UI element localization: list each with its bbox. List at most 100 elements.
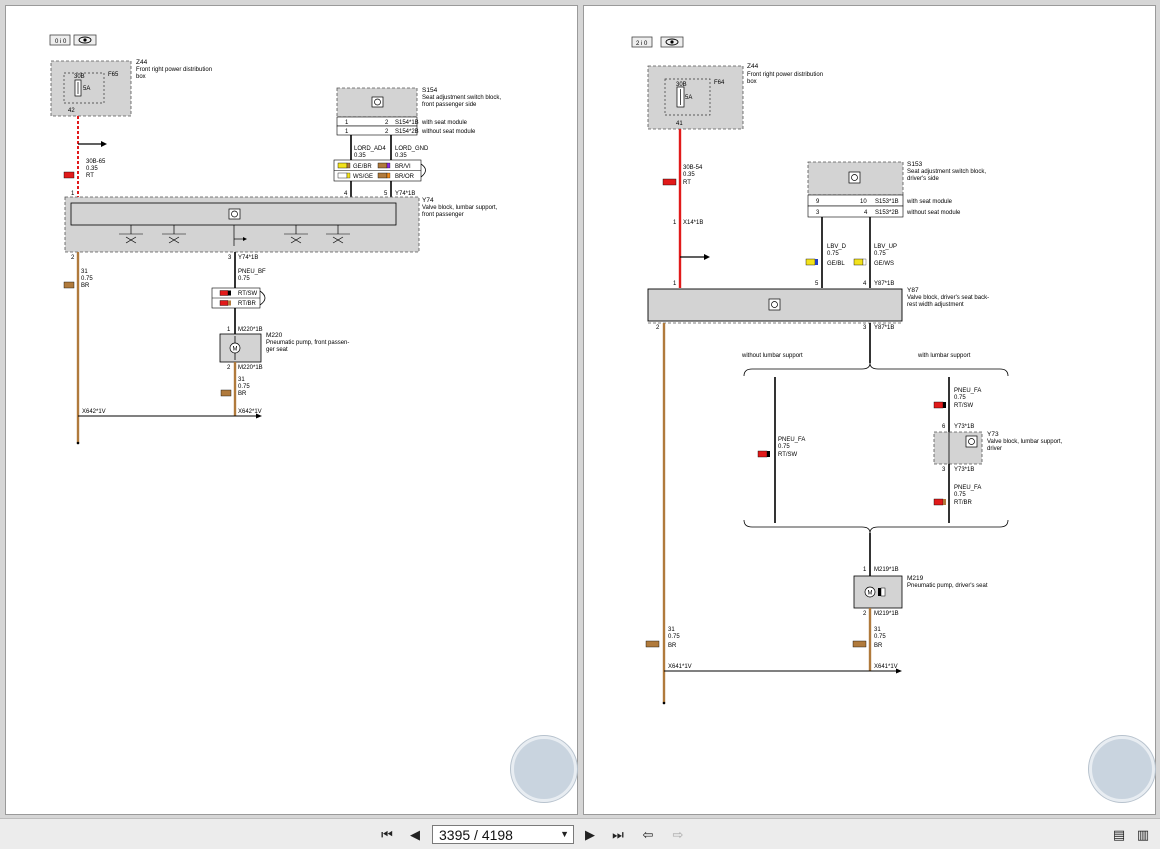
y74-pin5: 5 xyxy=(384,191,388,197)
z44-fuse-number: 30B xyxy=(74,74,85,80)
eye-icon[interactable] xyxy=(660,36,684,48)
svg-text:0 i 0: 0 i 0 xyxy=(55,39,67,45)
pneu-bottom-color: RT/BR xyxy=(954,500,973,506)
pneu-color-row2: RT/BR xyxy=(238,301,257,307)
wire-gnd-left-signal: 31 xyxy=(81,269,88,275)
s153-row2-note: without seat module xyxy=(906,210,961,216)
x14-pin: 1 xyxy=(673,220,677,226)
y87-desc-line2: rest width adjustment xyxy=(907,302,964,308)
y73-pin6: 6 xyxy=(942,424,946,430)
y87-pin2: 2 xyxy=(656,325,660,331)
pneu-color-row1: RT/SW xyxy=(238,291,258,297)
z44-fuse-number: 30B xyxy=(676,82,687,88)
wire-pneu-signal: PNEU_BF xyxy=(238,269,266,275)
s154-switch-block xyxy=(336,87,418,118)
wire-gnd-left-signal: 31 xyxy=(668,627,675,633)
first-page-icon[interactable]: ⏮ xyxy=(381,827,393,843)
wiring-diagram-left: 0 i 0 30B F65 5A 42 Z44 Front right powe… xyxy=(49,34,501,445)
wire-lord-ad4-signal: LORD_AD4 xyxy=(354,146,386,152)
ground-left-label: X641*1V xyxy=(668,664,692,670)
viewer-toolbar: ⏮ ◀ 3395 / 4198 ▼ ▶ ⏭ ⇦ ⇨ ▤ ▥ xyxy=(0,818,1160,849)
pneu-top-gauge: 0.75 xyxy=(954,395,966,401)
s154-connector-row2 xyxy=(336,125,418,136)
wire-lbv-up-gauge: 0.75 xyxy=(874,251,886,257)
wire-gnd-left-color: BR xyxy=(668,643,677,649)
wire-lord-ad4-gauge: 0.35 xyxy=(354,153,366,159)
z44-pin: 41 xyxy=(676,121,683,127)
wire-gnd-left-color: BR xyxy=(81,283,90,289)
y87-valve-block xyxy=(647,288,903,324)
wire-gnd-pump-gauge: 0.75 xyxy=(238,384,250,390)
svg-text:M: M xyxy=(233,347,238,353)
chevron-down-icon: ▼ xyxy=(560,829,569,839)
branch-with-label: with lumbar support xyxy=(917,353,971,359)
info-icon[interactable]: 2 i 0 xyxy=(631,36,653,48)
y73-pin3: 3 xyxy=(942,467,946,473)
document-page-left: 0 i 0 30B F65 5A 42 Z44 Front right powe… xyxy=(5,5,578,815)
s154-row2-conn: S154*2B xyxy=(395,129,419,135)
z44-pin: 42 xyxy=(68,108,75,114)
ground-right-label: X642*1V xyxy=(238,409,262,415)
pneu-bottom-gauge: 0.75 xyxy=(954,492,966,498)
color-row2-a: WS/GE xyxy=(353,174,373,180)
go-back-icon[interactable]: ⇦ xyxy=(642,827,654,843)
s154-row2-pin2: 2 xyxy=(385,129,389,135)
s154-row1-conn: S154*1B xyxy=(395,120,419,126)
color-row1-b: BR/VI xyxy=(395,164,411,170)
last-page-icon[interactable]: ⏭ xyxy=(612,827,624,843)
wire-gnd-pump-signal: 31 xyxy=(874,627,881,633)
y73-id: Y73 xyxy=(987,431,999,438)
s153-id: S153 xyxy=(907,161,923,168)
color-row1-a: GE/BR xyxy=(353,164,372,170)
document-page-right: 2 i 0 30B F64 5A 41 Z44 Front right powe… xyxy=(583,5,1156,815)
wire-gnd-pump-gauge: 0.75 xyxy=(874,634,886,640)
page-number-select[interactable]: 3395 / 4198 ▼ xyxy=(432,825,574,844)
pneu-bottom-signal: PNEU_FA xyxy=(954,485,981,491)
pneu-left-color: RT/SW xyxy=(778,452,798,458)
wire-lbv-d-signal: LBV_D xyxy=(827,244,847,250)
wire-30b-signal: 30B-54 xyxy=(683,165,703,171)
go-forward-icon[interactable]: ⇨ xyxy=(672,827,684,843)
wire-lord-gnd-signal: LORD_GND xyxy=(395,146,429,152)
color-row2-b: BR/OR xyxy=(395,174,415,180)
wire-lbv-d-gauge: 0.75 xyxy=(827,251,839,257)
single-page-view-icon[interactable]: ▤ xyxy=(1112,827,1126,843)
s153-desc-line2: driver's side xyxy=(907,176,939,182)
s153-desc-line1: Seat adjustment switch block, xyxy=(907,169,986,175)
svg-text:1: 1 xyxy=(673,281,677,287)
y73-conn-bottom: Y73*1B xyxy=(954,467,974,473)
ground-left-label: X642*1V xyxy=(82,409,106,415)
next-page-icon[interactable]: ▶ xyxy=(585,827,595,843)
m219-pneumatic-pump: M xyxy=(853,575,903,609)
m220-pin1: 1 xyxy=(227,327,231,333)
wire-30b-gauge: 0.35 xyxy=(683,172,695,178)
svg-text:2 i 0: 2 i 0 xyxy=(636,41,648,47)
pneu-top-signal: PNEU_FA xyxy=(954,388,981,394)
s154-id: S154 xyxy=(422,87,438,94)
s153-row2-pin1: 3 xyxy=(816,210,820,216)
s154-desc-line1: Seat adjustment switch block, xyxy=(422,95,501,101)
m220-pin2: 2 xyxy=(227,365,231,371)
svg-text:M: M xyxy=(868,591,873,597)
z44-power-distribution-box xyxy=(647,65,744,130)
info-icon[interactable]: 0 i 0 xyxy=(49,34,71,46)
wiring-diagram-right: 2 i 0 30B F64 5A 41 Z44 Front right powe… xyxy=(631,36,1063,705)
z44-fuse-label: F65 xyxy=(108,72,119,78)
eye-icon[interactable] xyxy=(73,34,97,46)
y74-pin3: 3 xyxy=(228,255,232,261)
s154-desc-line2: front passenger side xyxy=(422,102,477,108)
z44-fuse-amp: 5A xyxy=(685,95,692,101)
wire-30b-color: RT xyxy=(86,173,94,179)
z44-fuse-label: F64 xyxy=(714,80,725,86)
m219-conn-bottom: M219*1B xyxy=(874,611,899,617)
page-number-value: 3395 / 4198 xyxy=(439,827,513,843)
continuous-view-icon[interactable]: ▥ xyxy=(1136,827,1150,843)
wire-lbv-up-signal: LBV_UP xyxy=(874,244,897,250)
previous-page-icon[interactable]: ◀ xyxy=(410,827,420,843)
color-swatch-br xyxy=(63,281,75,289)
m219-pin1: 1 xyxy=(863,567,867,573)
m219-conn-top: M219*1B xyxy=(874,567,899,573)
branch-without-label: without lumbar support xyxy=(741,353,803,359)
y87-conn-bottom: Y87*1B xyxy=(874,325,894,331)
y87-pin4: 4 xyxy=(863,281,867,287)
